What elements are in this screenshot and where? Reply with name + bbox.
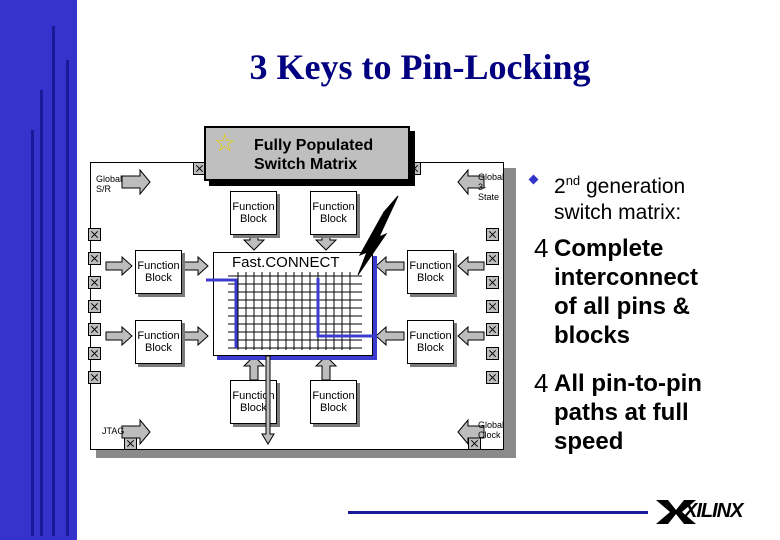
bullet-sub-2-line: All pin-to-pin (554, 370, 702, 397)
io-pin (88, 300, 101, 313)
io-pin (88, 323, 101, 336)
bullet-main-line2: switch matrix: (554, 201, 682, 224)
bullet-sub-1-line: blocks (554, 322, 631, 349)
star-outline-icon: ☆ (214, 130, 236, 157)
bullet-main-line1: 2nd generation (554, 173, 686, 198)
sidebar-band (0, 0, 77, 540)
bullet-sub-1: 4 Complete interconnect of all pins & bl… (534, 234, 698, 350)
io-pin (486, 276, 499, 289)
bullet-sub-1-line: Complete (554, 235, 664, 262)
io-pin (88, 276, 101, 289)
io-pin (88, 228, 101, 241)
global-sr-label: Global S/R (96, 174, 123, 194)
bullet-sub-2-line: paths at full (554, 399, 689, 426)
checkbox-bullet-icon: 4 (534, 233, 549, 263)
page-title: 3 Keys to Pin-Locking (249, 47, 591, 87)
global-3state-label: Global 3-State (478, 172, 505, 202)
bullet-sub-1-line: interconnect (554, 264, 699, 291)
sidebar-line (66, 60, 69, 536)
footer-rule (348, 511, 648, 514)
switch-matrix-callout (204, 126, 410, 181)
io-pin (486, 323, 499, 336)
io-pin (486, 252, 499, 265)
sidebar-line (52, 26, 55, 536)
bullet-main: 2nd generation switch matrix: (528, 168, 686, 226)
fastconnect-label: Fast.CONNECT (232, 254, 340, 271)
fastconnect-matrix (213, 252, 373, 356)
callout-subtitle: Switch Matrix (254, 156, 358, 173)
callout-title: Fully Populated (254, 137, 374, 154)
io-pin (88, 371, 101, 384)
jtag-label: JTAG (102, 426, 125, 436)
sidebar-line (31, 130, 34, 536)
global-clock-label: Global Clock (478, 420, 505, 440)
bullet-sub-2-line: speed (554, 428, 624, 455)
bullet-sub-1-line: of all pins & (554, 293, 691, 320)
xilinx-logo: XILINX (684, 500, 743, 522)
sidebar-line (40, 90, 43, 536)
io-pin (486, 371, 499, 384)
io-pin (88, 347, 101, 360)
bullet-sub-2: 4 All pin-to-pin paths at full speed (534, 369, 702, 456)
io-pin (486, 228, 499, 241)
io-pin (88, 252, 101, 265)
io-pin (486, 347, 499, 360)
io-pin (486, 300, 499, 313)
checkbox-bullet-icon: 4 (534, 368, 549, 398)
